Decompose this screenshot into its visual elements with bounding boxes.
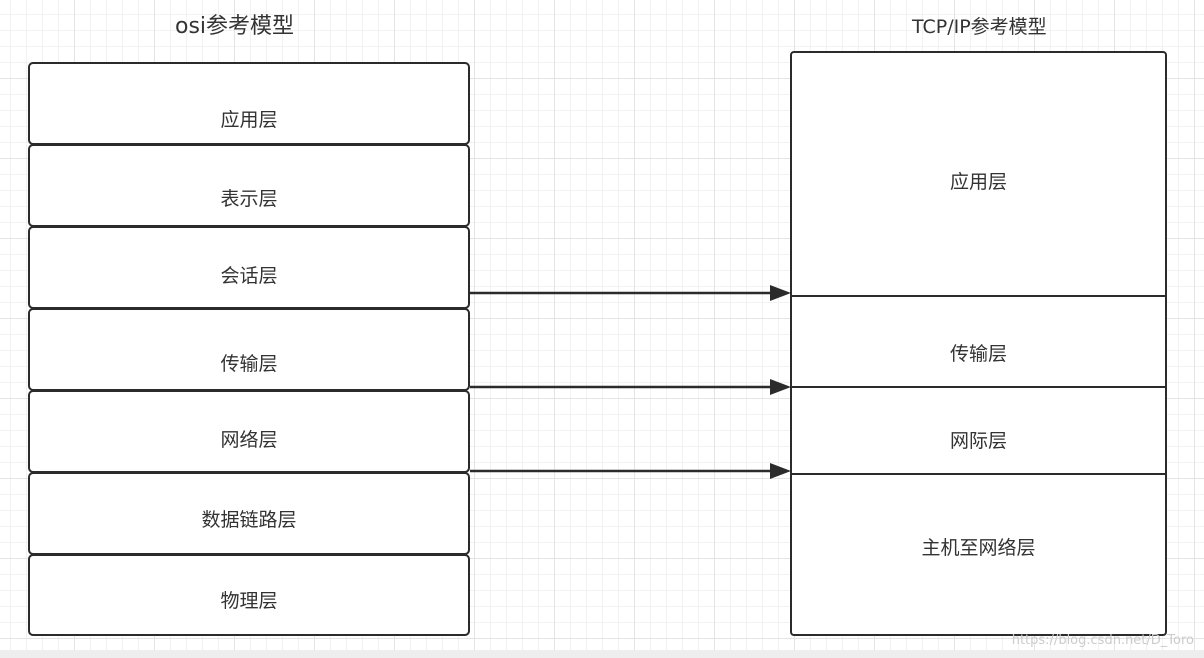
tcpip-layer-label: 主机至网络层: [921, 537, 1036, 559]
tcpip-layer-label: 传输层: [949, 343, 1007, 365]
tcpip-layer-transport[interactable]: 传输层: [792, 297, 1165, 386]
tcpip-layer-application[interactable]: 应用层: [792, 53, 1165, 296]
osi-model-title: osi参考模型: [175, 14, 295, 39]
bottom-bar: [0, 650, 1204, 658]
arrow-transport-to-transport: [470, 379, 791, 395]
osi-layer-label: 物理层: [220, 590, 278, 612]
tcpip-divider: [792, 386, 1165, 388]
osi-layer-session[interactable]: 会话层: [28, 226, 470, 309]
osi-layer-presentation[interactable]: 表示层: [28, 144, 470, 227]
arrow-session-to-application: [470, 285, 791, 301]
tcpip-layer-label: 应用层: [949, 171, 1007, 193]
osi-layer-label: 传输层: [220, 353, 278, 375]
tcpip-model-box: 应用层 传输层 网际层 主机至网络层: [790, 51, 1167, 636]
osi-layer-label: 数据链路层: [201, 509, 297, 531]
osi-layer-label: 会话层: [220, 265, 278, 287]
tcpip-divider: [792, 295, 1165, 297]
tcpip-layer-host-to-network[interactable]: 主机至网络层: [792, 475, 1165, 635]
osi-layer-transport[interactable]: 传输层: [28, 308, 470, 391]
tcpip-layer-internet[interactable]: 网际层: [792, 388, 1165, 472]
tcpip-divider: [792, 473, 1165, 475]
tcpip-model-title: TCP/IP参考模型: [912, 16, 1047, 38]
osi-layer-label: 网络层: [220, 429, 278, 451]
tcpip-layer-label: 网际层: [949, 430, 1007, 452]
osi-layer-label: 应用层: [220, 109, 278, 131]
arrow-network-to-internet: [470, 463, 791, 479]
osi-layer-data-link[interactable]: 数据链路层: [28, 472, 470, 555]
osi-layer-physical[interactable]: 物理层: [28, 554, 470, 636]
osi-layer-label: 表示层: [220, 188, 278, 210]
osi-layer-network[interactable]: 网络层: [28, 390, 470, 473]
watermark: https://blog.csdn.net/D_Toro: [1011, 633, 1194, 648]
